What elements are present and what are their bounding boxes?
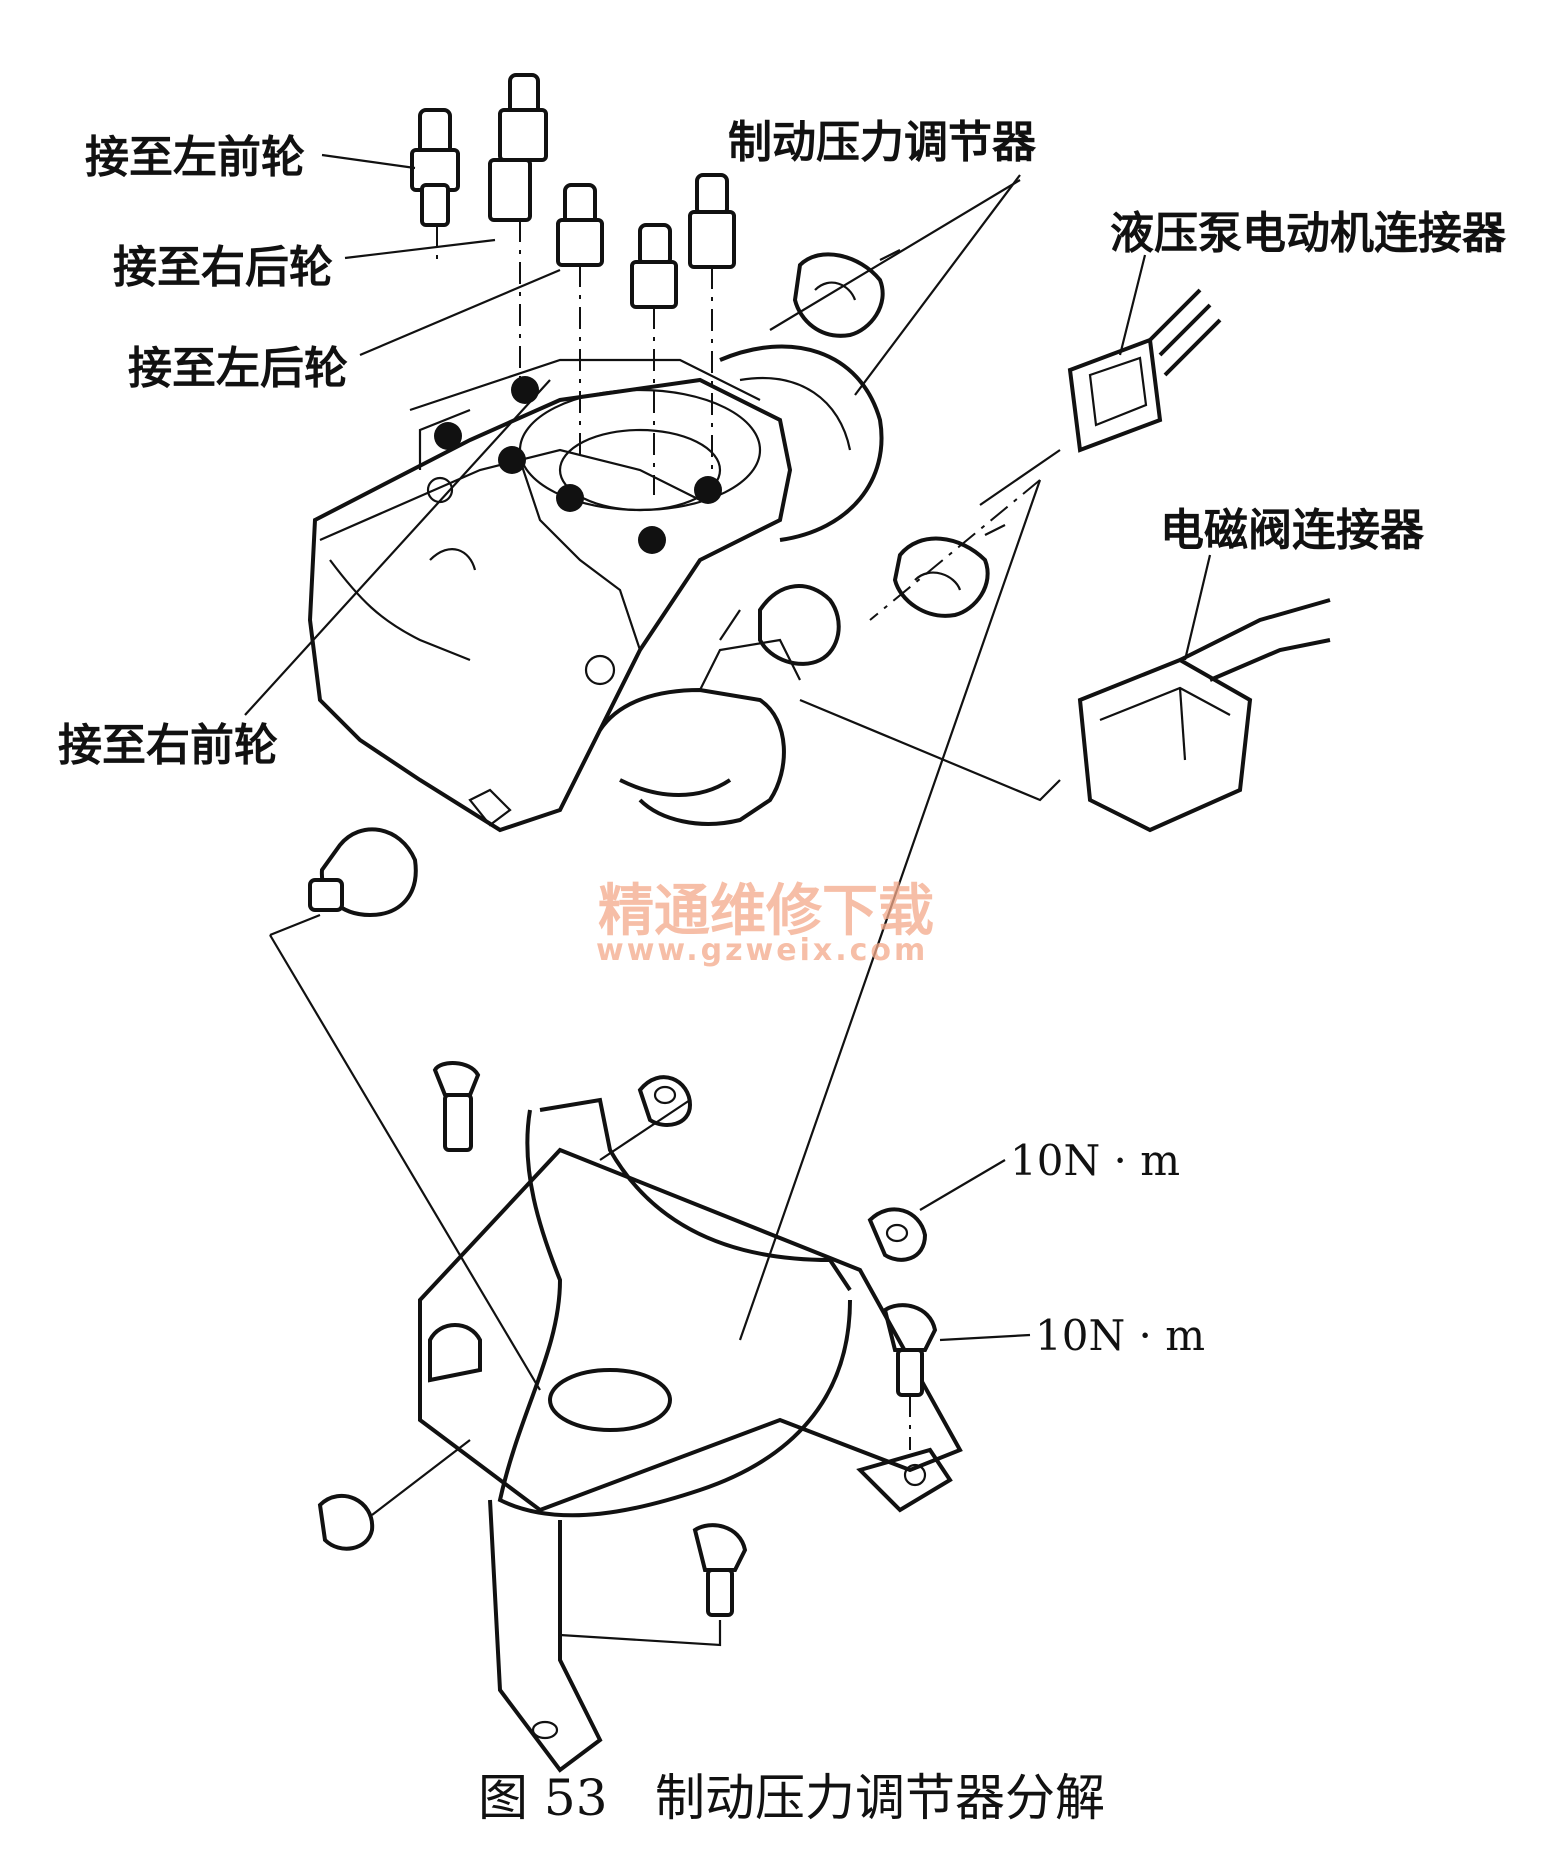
label-torque-nut: 10N · m bbox=[1010, 1136, 1180, 1185]
fitting-extra bbox=[688, 173, 736, 480]
mounting-bracket bbox=[418, 1097, 963, 1773]
pump-motor-connector bbox=[1067, 288, 1222, 453]
label-right-rear: 接至右后轮 bbox=[113, 242, 333, 293]
label-left-front: 接至左前轮 bbox=[85, 132, 305, 183]
rubber-mount-bottom bbox=[308, 827, 418, 918]
label-pump-connector: 液压泵电动机连接器 bbox=[1110, 208, 1507, 259]
label-torque-bolt: 10N · m bbox=[1035, 1311, 1205, 1360]
block-connector-housing bbox=[598, 584, 841, 826]
fitting-left-rear bbox=[556, 183, 604, 455]
rubber-mount-side bbox=[892, 524, 1006, 618]
watermark-title: 精通维修下载 bbox=[598, 879, 934, 944]
figure-number: 图 53 bbox=[478, 1769, 608, 1827]
label-regulator: 制动压力调节器 bbox=[728, 117, 1037, 168]
watermark-url: www.gzweix.com bbox=[596, 933, 928, 968]
solenoid-valve-connector bbox=[1077, 598, 1331, 833]
leader-lines bbox=[244, 153, 1212, 1342]
fitting-left-front bbox=[410, 108, 460, 260]
label-left-rear: 接至左后轮 bbox=[128, 343, 348, 394]
label-valve-connector: 电磁阀连接器 bbox=[1160, 505, 1425, 556]
rubber-mount-top bbox=[792, 249, 901, 338]
figure-title: 制动压力调节器分解 bbox=[655, 1769, 1105, 1827]
fitting-right-rear bbox=[488, 73, 548, 380]
label-right-front: 接至右前轮 bbox=[58, 720, 278, 771]
bracket-hardware bbox=[317, 1061, 938, 1647]
modulator-body bbox=[307, 344, 884, 833]
fitting-right-front bbox=[630, 223, 678, 495]
